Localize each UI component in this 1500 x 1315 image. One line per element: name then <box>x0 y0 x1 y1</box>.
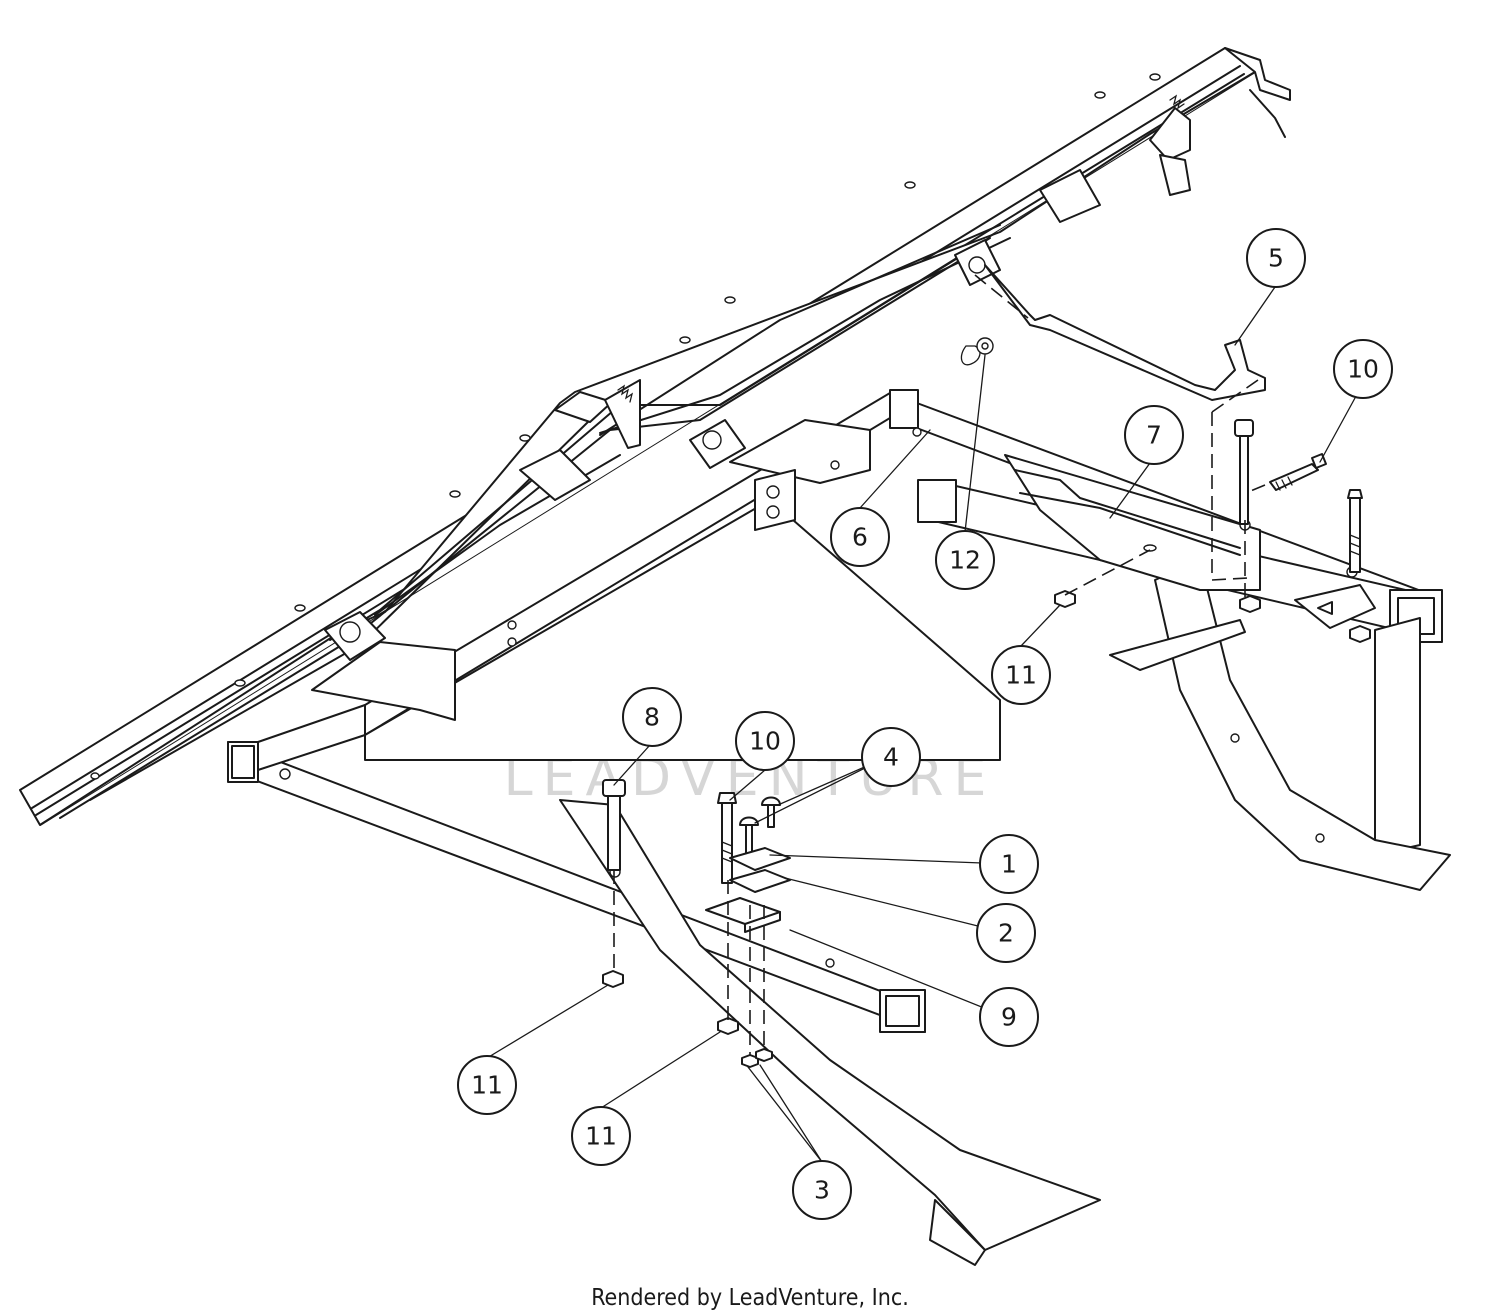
svg-text:4: 4 <box>883 743 899 772</box>
callout-6: 6 <box>830 507 890 567</box>
leader-lines <box>486 286 1356 1163</box>
callout-12: 12 <box>935 530 995 590</box>
tilt-frame <box>19 47 1291 826</box>
callout-9: 9 <box>979 987 1039 1047</box>
footer-credit: Rendered by LeadVenture, Inc. <box>591 1285 909 1311</box>
callouts: 1 2 3 4 5 6 7 8 9 10 10 11 11 11 12 <box>457 228 1393 1220</box>
svg-text:10: 10 <box>1347 355 1379 384</box>
callout-11-front-right: 11 <box>571 1106 631 1166</box>
svg-text:1: 1 <box>1001 850 1017 879</box>
svg-text:2: 2 <box>998 919 1014 948</box>
svg-text:12: 12 <box>949 546 981 575</box>
svg-text:9: 9 <box>1001 1003 1017 1032</box>
hardware <box>602 264 1371 1068</box>
callout-5: 5 <box>1246 228 1306 288</box>
callout-8: 8 <box>622 687 682 747</box>
callout-11-rear: 11 <box>991 645 1051 705</box>
svg-text:11: 11 <box>1005 661 1037 690</box>
callout-4: 4 <box>861 727 921 787</box>
callout-3: 3 <box>792 1160 852 1220</box>
callout-2: 2 <box>976 903 1036 963</box>
callout-10-rear: 10 <box>1333 339 1393 399</box>
callout-1: 1 <box>979 834 1039 894</box>
svg-text:11: 11 <box>585 1122 617 1151</box>
chassis-frame <box>227 389 1451 1266</box>
assembly-lines <box>613 274 1266 1055</box>
svg-text:5: 5 <box>1268 244 1284 273</box>
callout-10-front: 10 <box>735 711 795 771</box>
svg-text:8: 8 <box>644 703 660 732</box>
svg-text:10: 10 <box>749 727 781 756</box>
svg-text:11: 11 <box>471 1071 503 1100</box>
callout-11-front-left: 11 <box>457 1055 517 1115</box>
svg-text:7: 7 <box>1146 421 1162 450</box>
callout-7: 7 <box>1124 405 1184 465</box>
svg-text:6: 6 <box>852 523 868 552</box>
svg-text:3: 3 <box>814 1176 830 1205</box>
frame-holes <box>90 73 1161 780</box>
